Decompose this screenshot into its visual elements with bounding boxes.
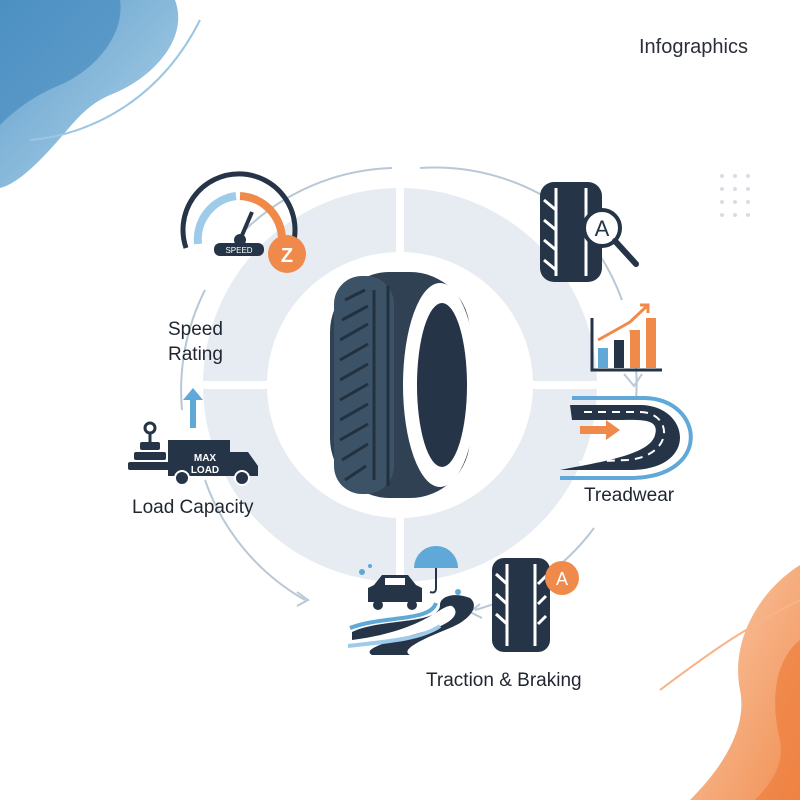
magnifier-badge-text: A — [595, 216, 610, 241]
load-truck-icon: MAX LOAD — [128, 388, 258, 486]
label-traction-braking: Traction & Braking — [426, 670, 582, 691]
brand-title: Infographics — [639, 36, 748, 58]
traction-tire-icon — [492, 558, 550, 652]
label-load-capacity: Load Capacity — [132, 497, 254, 518]
bar-chart-icon — [590, 303, 662, 372]
label-speed-rating: Speed Rating — [168, 317, 223, 367]
tire-icon — [330, 272, 477, 498]
tire-tread-icon — [540, 182, 602, 282]
umbrella-icon — [359, 546, 461, 595]
car-icon — [368, 575, 422, 610]
corner-decoration-top-left — [0, 0, 201, 188]
gauge-text: SPEED — [225, 246, 252, 255]
road-icon — [560, 396, 693, 480]
speed-badge-text: Z — [281, 245, 293, 267]
label-speed-line-1: Speed — [168, 319, 223, 340]
traction-badge: A — [545, 561, 579, 595]
label-treadwear: Treadwear — [584, 485, 675, 506]
magnifier-icon: A — [582, 208, 639, 267]
curvy-road-icon — [347, 595, 474, 655]
label-speed-line-2: Rating — [168, 344, 223, 365]
speed-badge: Z — [268, 235, 306, 273]
traction-badge-text: A — [556, 569, 568, 589]
truck-text-2: LOAD — [191, 465, 219, 476]
dot-grid — [720, 174, 750, 217]
truck-text-1: MAX — [194, 453, 217, 464]
speedometer-icon: SPEED — [180, 171, 298, 256]
corner-decoration-bottom-right — [659, 565, 800, 800]
ring-segments — [200, 185, 600, 585]
